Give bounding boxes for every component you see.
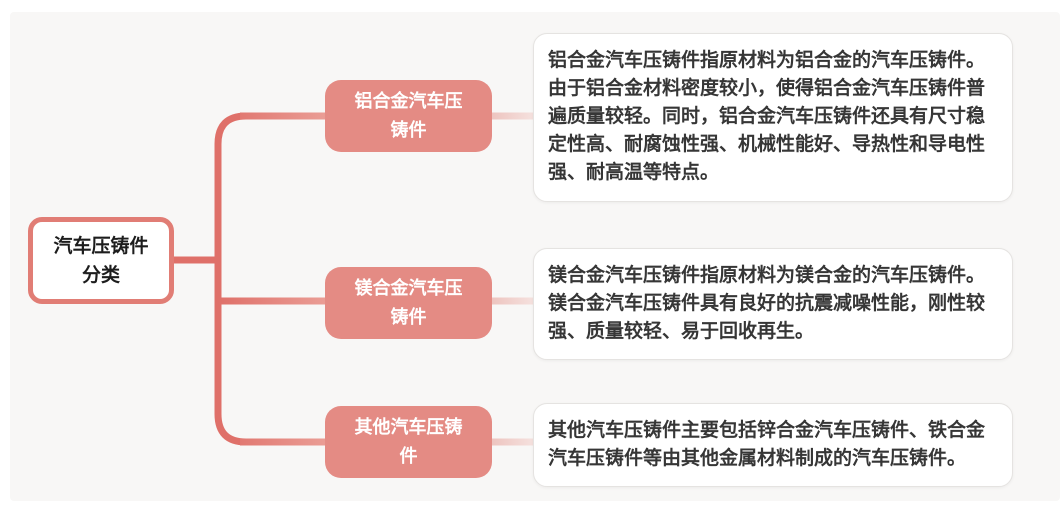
description-text: 镁合金汽车压铸件指原材料为镁合金的汽车压铸件。镁合金汽车压铸件具有良好的抗震减噪… bbox=[548, 265, 986, 342]
branch-node-other: 其他汽车压铸件 bbox=[325, 406, 492, 478]
description-text: 铝合金汽车压铸件指原材料为铝合金的汽车压铸件。由于铝合金材料密度较小，使得铝合金… bbox=[548, 50, 986, 183]
connector-trunk bbox=[214, 112, 326, 446]
description-card-other: 其他汽车压铸件主要包括锌合金汽车压铸件、铁合金汽车压铸件等由其他金属材料制成的汽… bbox=[533, 403, 1013, 487]
branch-node-label: 其他汽车压铸件 bbox=[354, 417, 463, 466]
branch-node-aluminum: 铝合金汽车压铸件 bbox=[325, 80, 492, 152]
description-card-magnesium: 镁合金汽车压铸件指原材料为镁合金的汽车压铸件。镁合金汽车压铸件具有良好的抗震减噪… bbox=[533, 248, 1013, 360]
root-node-label: 汽车压铸件分类 bbox=[53, 235, 149, 286]
root-node: 汽车压铸件分类 bbox=[28, 217, 174, 304]
branch-node-label: 镁合金汽车压铸件 bbox=[354, 278, 463, 327]
description-card-aluminum: 铝合金汽车压铸件指原材料为铝合金的汽车压铸件。由于铝合金材料密度较小，使得铝合金… bbox=[533, 33, 1013, 202]
description-text: 其他汽车压铸件主要包括锌合金汽车压铸件、铁合金汽车压铸件等由其他金属材料制成的汽… bbox=[548, 420, 986, 469]
branch-node-magnesium: 镁合金汽车压铸件 bbox=[325, 267, 492, 339]
branch-node-label: 铝合金汽车压铸件 bbox=[354, 91, 463, 140]
